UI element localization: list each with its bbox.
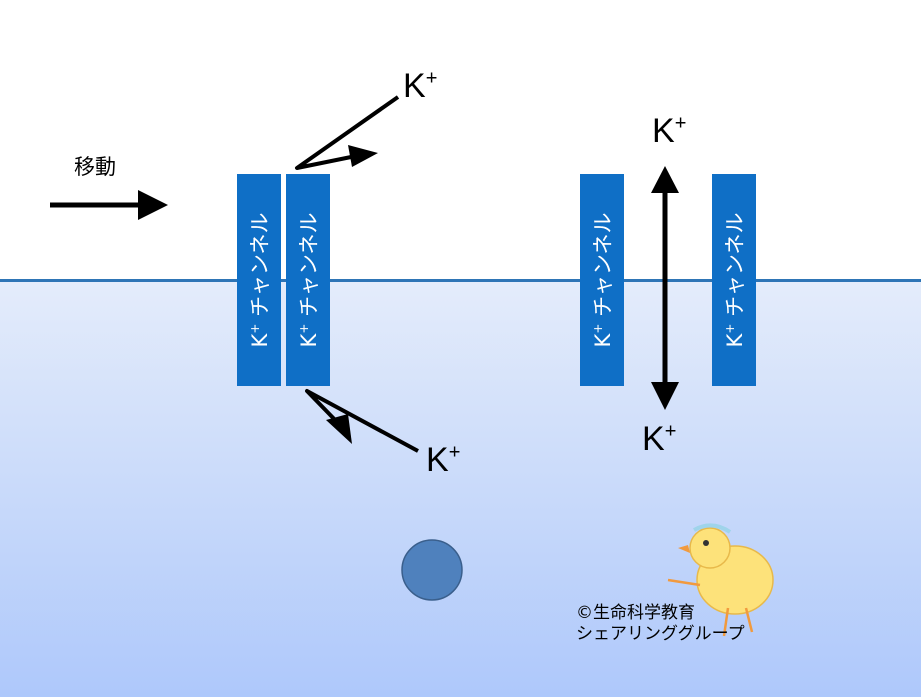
cytoplasm-region [0, 281, 921, 697]
credit-text: ©生命科学教育 シェアリンググループ [576, 603, 745, 645]
bidirectional-arrow [651, 166, 679, 410]
k-channel-left-b: K+ チャンネル [286, 174, 330, 386]
deflect-arrow-top [295, 95, 400, 170]
k-ion-label-bottom-left: K+ [426, 441, 461, 479]
k-channel-right-b: K+ チャンネル [712, 174, 756, 386]
cell-membrane [0, 279, 921, 282]
k-channel-right-a: K+ チャンネル [580, 174, 624, 386]
k-ion-label-top-right: K+ [652, 112, 687, 150]
move-label: 移動 [74, 155, 116, 179]
blue-ball [401, 539, 463, 601]
k-ion-label-bottom-right: K+ [642, 420, 677, 458]
credit-line-1: ©生命科学教育 [576, 603, 695, 623]
chick-mascot-image [667, 523, 774, 637]
deflect-arrow-bottom [305, 389, 419, 453]
move-arrow [50, 190, 168, 220]
credit-line-2: シェアリンググループ [576, 624, 745, 644]
k-channel-left-a: K+ チャンネル [237, 174, 281, 386]
k-ion-label-top-left: K+ [403, 67, 438, 105]
